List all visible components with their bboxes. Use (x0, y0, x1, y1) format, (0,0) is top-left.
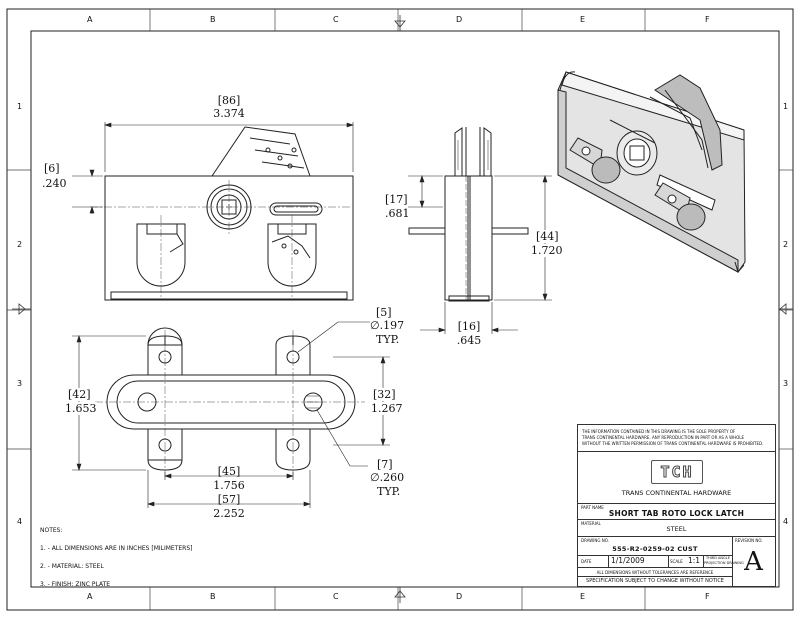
isometric-view (557, 71, 746, 274)
scale-value: 1:1 (688, 556, 701, 565)
outer-border (6, 8, 794, 611)
side-height-in: .681 (385, 207, 410, 220)
front-view (90, 126, 354, 301)
notes-heading: NOTES: (40, 527, 63, 534)
proprietary-line-2: TRANS CONTINENTAL HARDWARE. ANY REPRODUC… (582, 435, 745, 440)
bottom-hole-small-in: ∅.197 (370, 319, 405, 332)
drawing-no-label: DRAWING NO. (581, 538, 609, 543)
part-name: SHORT TAB ROTO LOCK LATCH (608, 509, 745, 518)
note-item: 3. - FINISH: ZINC PLATE (40, 581, 111, 588)
bottom-height-mm: [42] (68, 388, 91, 401)
spec-note: SPECIFICATION SUBJECT TO CHANGE WITHOUT … (586, 578, 724, 584)
bottom-hole-large-in: ∅.260 (370, 471, 405, 484)
proprietary-line-3: WITHOUT THE WRITTEN PERMISSION OF TRANS … (582, 441, 764, 446)
zone-col-d-bottom: D (456, 592, 463, 601)
zone-row-2-right: 2 (783, 240, 789, 249)
notes-block: NOTES: 1. - ALL DIMENSIONS ARE IN INCHES… (40, 527, 193, 599)
revision-value: A (744, 547, 763, 577)
zone-row-1-left: 1 (17, 102, 23, 111)
zone-col-f-bottom: F (705, 592, 710, 601)
zone-row-4-left: 4 (17, 517, 23, 526)
zone-row-1-right: 1 (783, 102, 789, 111)
zone-dividers (7, 9, 793, 610)
tch-logo-text: TCH (660, 463, 694, 482)
zone-col-a-top: A (87, 15, 93, 24)
note-item: 1. - ALL DIMENSIONS ARE IN INCHES [MILIM… (40, 545, 193, 552)
side-total-in: 1.720 (531, 244, 563, 257)
tch-logo: TCH (651, 460, 703, 484)
bottom-inner-in: 1.267 (371, 402, 403, 415)
front-dimensions (72, 122, 354, 214)
bottom-hole-small-note: TYP. (376, 333, 400, 346)
side-depth-mm: [16] (457, 320, 481, 333)
centering-marks (12, 15, 793, 603)
date-value: 1/1/2009 (611, 556, 645, 565)
bottom-hole-large-mm: [7] (377, 458, 393, 471)
zone-col-f-top: F (705, 15, 710, 24)
side-total-mm: [44] (536, 230, 559, 243)
company-name: TRANS CONTINENTAL HARDWARE (621, 489, 732, 497)
zone-col-e-top: E (580, 15, 586, 24)
zone-col-a-bottom: A (87, 592, 93, 601)
front-width-mm: [86] (217, 94, 241, 107)
zone-row-3-right: 3 (783, 379, 789, 388)
date-label: DATE (581, 559, 592, 564)
drawing-number: 555-R2-0259-02 CUST (612, 545, 698, 553)
side-depth-in: .645 (456, 334, 482, 347)
bottom-view (95, 327, 365, 475)
front-width-in: 3.374 (213, 107, 245, 120)
bottom-width-mm: [57] (217, 493, 241, 506)
bottom-spacing-in: 1.756 (213, 479, 245, 492)
revision-label: REVISION NO. (735, 538, 763, 543)
front-offset-mm: [6] (44, 162, 60, 175)
bottom-height-in: 1.653 (65, 402, 97, 415)
zone-row-2-left: 2 (17, 240, 23, 249)
zone-col-b-top: B (210, 15, 216, 24)
zone-col-d-top: D (456, 15, 463, 24)
scale-label: SCALE (670, 559, 683, 564)
bottom-hole-large-note: TYP. (377, 485, 401, 498)
note-item: 2. - MATERIAL: STEEL (40, 563, 104, 570)
title-block: THE INFORMATION CONTAINED IN THIS DRAWIN… (577, 424, 776, 587)
zone-col-c-bottom: C (333, 592, 339, 601)
side-height-mm: [17] (385, 193, 408, 206)
zone-col-b-bottom: B (210, 592, 216, 601)
bottom-spacing-mm: [45] (217, 465, 241, 478)
bottom-hole-small-mm: [5] (376, 306, 392, 319)
front-offset-in: .240 (42, 177, 67, 190)
zone-row-3-left: 3 (17, 379, 23, 388)
side-view (408, 127, 529, 302)
proprietary-line-1: THE INFORMATION CONTAINED IN THIS DRAWIN… (582, 429, 736, 434)
part-name-label: PART NAME (581, 505, 604, 510)
reference-note: ALL DIMENSIONS WITHOUT TOLERANCES ARE RE… (596, 570, 714, 575)
projection-line-2: PROJECTION DRAWING (704, 561, 744, 565)
zone-col-e-bottom: E (580, 592, 586, 601)
material-label: MATERIAL (581, 521, 601, 526)
zone-row-4-right: 4 (783, 517, 789, 526)
bottom-width-in: 2.252 (213, 507, 245, 520)
bottom-inner-mm: [32] (373, 388, 396, 401)
projection-line-1: THIRD ANGLE (706, 556, 730, 560)
zone-col-c-top: C (333, 15, 339, 24)
material-value: STEEL (666, 525, 687, 533)
